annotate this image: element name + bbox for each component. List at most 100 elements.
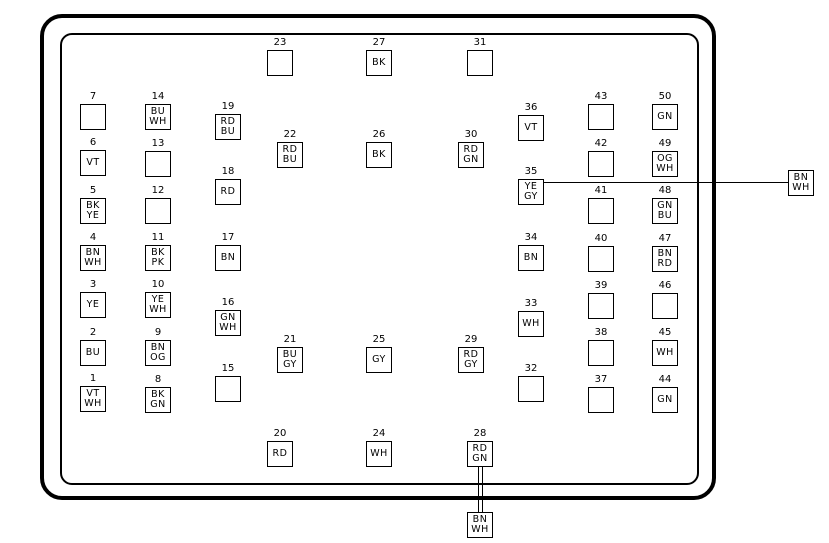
pin-number-13: 13 (151, 138, 165, 149)
callout-wire-color: BN WH (471, 514, 489, 535)
pin-cavity-15 (215, 376, 241, 402)
pin-number-7: 7 (89, 91, 97, 102)
pin-cavity-43 (588, 104, 614, 130)
pin-cavity-19: RD BU (215, 114, 241, 140)
wire-color-label: BK GN (150, 389, 166, 410)
pin-number-39: 39 (594, 280, 608, 291)
pin-number-2: 2 (89, 327, 97, 338)
wire-color-label: YE WH (149, 294, 167, 315)
pin-number-3: 3 (89, 279, 97, 290)
pin-number-16: 16 (221, 297, 235, 308)
pin-number-24: 24 (372, 428, 386, 439)
pin-cavity-23 (267, 50, 293, 76)
pin-number-36: 36 (524, 102, 538, 113)
wire-color-label: GN WH (219, 312, 237, 333)
pin-number-5: 5 (89, 185, 97, 196)
leader-line-pin-28 (482, 467, 483, 513)
wire-color-label: VT (86, 157, 100, 168)
pin-cavity-20: RD (267, 441, 293, 467)
pin-number-43: 43 (594, 91, 608, 102)
pin-cavity-39 (588, 293, 614, 319)
pin-cavity-32 (518, 376, 544, 402)
pin-cavity-49: OG WH (652, 151, 678, 177)
pin-number-15: 15 (221, 363, 235, 374)
wire-color-label: RD (272, 448, 288, 459)
pin-cavity-30: RD GN (458, 142, 484, 168)
pin-number-6: 6 (89, 137, 97, 148)
wire-color-label: RD (220, 186, 236, 197)
pin-cavity-1: VT WH (80, 386, 106, 412)
pin-number-42: 42 (594, 138, 608, 149)
pin-cavity-7 (80, 104, 106, 130)
pin-number-28: 28 (473, 428, 487, 439)
pin-number-37: 37 (594, 374, 608, 385)
leader-line-pin-28 (478, 467, 479, 513)
wire-color-label: BK PK (151, 247, 165, 268)
pin-cavity-33: WH (518, 311, 544, 337)
pin-cavity-10: YE WH (145, 292, 171, 318)
wire-color-label: GN BU (657, 200, 673, 221)
pin-number-20: 20 (273, 428, 287, 439)
pin-cavity-47: BN RD (652, 246, 678, 272)
wire-color-label: BN (220, 252, 236, 263)
pin-cavity-42 (588, 151, 614, 177)
pin-number-14: 14 (151, 91, 165, 102)
callout-box-pin-28: BN WH (467, 512, 493, 538)
pin-cavity-50: GN (652, 104, 678, 130)
pin-number-34: 34 (524, 232, 538, 243)
pin-number-8: 8 (154, 374, 162, 385)
wire-color-label: RD GY (463, 349, 479, 370)
wire-color-label: WH (656, 347, 674, 358)
pin-cavity-45: WH (652, 340, 678, 366)
wire-color-label: YE (86, 299, 100, 310)
wire-color-label: BK YE (86, 200, 100, 221)
pin-number-11: 11 (151, 232, 165, 243)
pin-number-17: 17 (221, 232, 235, 243)
wire-color-label: YE GY (524, 181, 538, 202)
pin-number-32: 32 (524, 363, 538, 374)
pin-cavity-26: BK (366, 142, 392, 168)
pin-number-23: 23 (273, 37, 287, 48)
pin-cavity-41 (588, 198, 614, 224)
pin-cavity-22: RD BU (277, 142, 303, 168)
pin-cavity-3: YE (80, 292, 106, 318)
pin-number-50: 50 (658, 91, 672, 102)
pin-number-26: 26 (372, 129, 386, 140)
pin-cavity-38 (588, 340, 614, 366)
pin-number-47: 47 (658, 233, 672, 244)
pin-cavity-9: BN OG (145, 340, 171, 366)
pin-cavity-13 (145, 151, 171, 177)
pin-cavity-17: BN (215, 245, 241, 271)
pin-number-4: 4 (89, 232, 97, 243)
pin-cavity-12 (145, 198, 171, 224)
pin-cavity-18: RD (215, 179, 241, 205)
callout-wire-color: BN WH (792, 172, 810, 193)
pin-cavity-8: BK GN (145, 387, 171, 413)
wire-color-label: RD GN (463, 144, 479, 165)
pin-cavity-11: BK PK (145, 245, 171, 271)
pin-number-9: 9 (154, 327, 162, 338)
pin-number-25: 25 (372, 334, 386, 345)
wire-color-label: BU WH (149, 106, 167, 127)
pin-cavity-24: WH (366, 441, 392, 467)
wire-color-label: GN (657, 394, 673, 405)
wire-color-label: BK (372, 57, 386, 68)
pin-number-1: 1 (89, 373, 97, 384)
pin-cavity-21: BU GY (277, 347, 303, 373)
pin-number-18: 18 (221, 166, 235, 177)
wire-color-label: BN (523, 252, 539, 263)
pin-cavity-48: GN BU (652, 198, 678, 224)
pin-number-44: 44 (658, 374, 672, 385)
pin-number-45: 45 (658, 327, 672, 338)
wire-color-label: GY (372, 354, 386, 365)
wire-color-label: RD GN (472, 443, 488, 464)
pin-number-40: 40 (594, 233, 608, 244)
pin-cavity-31 (467, 50, 493, 76)
pin-number-27: 27 (372, 37, 386, 48)
pin-number-19: 19 (221, 101, 235, 112)
pin-number-30: 30 (464, 129, 478, 140)
pin-number-22: 22 (283, 129, 297, 140)
pin-cavity-25: GY (366, 347, 392, 373)
wire-color-label: BK (372, 149, 386, 160)
pin-number-21: 21 (283, 334, 297, 345)
